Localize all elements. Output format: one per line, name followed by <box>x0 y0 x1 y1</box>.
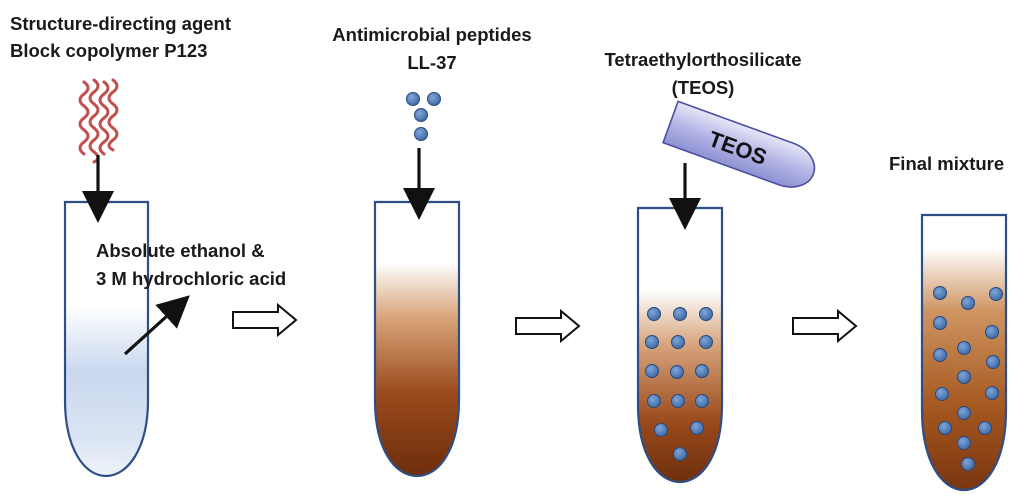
peptide-label-line2: LL-37 <box>407 52 457 73</box>
polymer-strands-icon <box>78 78 119 164</box>
solvent-label-line2: 3 M hydrochloric acid <box>96 268 287 289</box>
peptide-label-line1: Antimicrobial peptides <box>332 24 532 45</box>
final-mixture-label: Final mixture <box>889 153 1005 174</box>
solvent-label-line1: Absolute ethanol & <box>96 240 265 261</box>
process-arrow-3 <box>792 308 858 344</box>
agent-label-line1: Structure-directing agent <box>10 13 231 34</box>
agent-label-line2: Block copolymer P123 <box>10 40 208 61</box>
tube-4-beads <box>933 286 1003 471</box>
peptide-beads-icon <box>406 92 441 141</box>
tube-2 <box>373 200 461 478</box>
teos-label-line1: Tetraethylorthosilicate <box>604 49 802 70</box>
tube-1 <box>63 200 150 478</box>
teos-vial-icon: TEOS <box>662 100 816 188</box>
solvent-arrow <box>123 295 190 356</box>
process-arrow-1 <box>232 302 298 338</box>
teos-label-line2: (TEOS) <box>671 77 735 98</box>
tube-3-beads <box>645 307 713 461</box>
process-arrow-2 <box>515 308 581 344</box>
